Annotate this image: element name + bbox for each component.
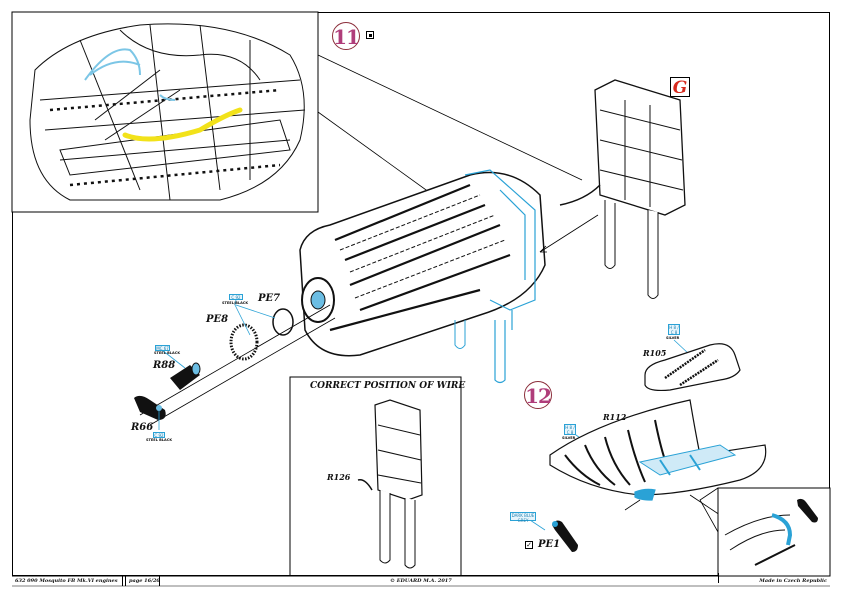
paint-tag-r105-label: SILVER xyxy=(666,336,680,340)
correct-position-illustration xyxy=(357,399,423,569)
label-pe8: PE8 xyxy=(206,314,229,325)
step-12-marker: 12 xyxy=(524,381,552,409)
part-pe1 xyxy=(552,520,578,552)
cowl-detail-inset xyxy=(699,487,831,577)
paint-tag-r66-label: STEEL BLACK xyxy=(146,438,173,442)
correct-position-title: CORRECT POSITION OF WIRE xyxy=(310,381,466,391)
part-r105 xyxy=(644,343,741,392)
paint-tag-r66: C 92 xyxy=(153,432,165,438)
kit-title: 632 090 Mosquito FB Mk.VI engines xyxy=(15,578,118,584)
paint-tag-r105: H 8 / C 8 xyxy=(668,324,680,335)
label-r105: R105 xyxy=(643,348,667,358)
part-r66 xyxy=(134,395,166,420)
copyright: © EDUARD M.A. 2017 xyxy=(390,578,452,584)
checkmark-icon: ✓ xyxy=(525,541,533,549)
paint-tag-pe7-pe8-label: STEEL/BLACK xyxy=(222,301,249,305)
paint-tag-pe7-pe8: C 92 xyxy=(229,294,243,300)
paint-tag-pe1: DARK BLUE GREY xyxy=(510,512,536,523)
paint-tag-r88: MC 67 xyxy=(155,345,170,351)
part-r112 xyxy=(549,399,767,501)
label-r88: R88 xyxy=(153,360,176,371)
label-r66: R66 xyxy=(131,422,154,433)
origin: Made in Czech Republic xyxy=(759,578,827,584)
paint-tag-r112: H 8 / C 8 xyxy=(564,424,576,435)
part-pe8-ring xyxy=(229,323,259,361)
info-icon xyxy=(366,31,374,39)
sheet-footer: 632 090 Mosquito FB Mk.VI engines page 1… xyxy=(12,573,830,586)
part-group-g-label: G xyxy=(670,77,690,98)
part-pe7-ring xyxy=(272,308,294,336)
label-r126: R126 xyxy=(327,472,351,482)
paint-tag-r88-label: STEEL BLACK xyxy=(154,351,181,355)
engine-assembly xyxy=(139,169,546,426)
step-11-marker: 11 xyxy=(332,22,360,50)
highlighted-wire xyxy=(122,107,243,142)
label-pe1: PE1 xyxy=(538,539,561,550)
part-r88 xyxy=(170,362,201,390)
label-pe7: PE7 xyxy=(258,293,281,304)
part-group-g-component xyxy=(559,79,686,299)
wire-detail-inset xyxy=(11,11,319,213)
label-r112: R112 xyxy=(603,412,627,422)
page-number: page 16/20 xyxy=(129,578,160,584)
paint-tag-r112-label: SILVER xyxy=(562,436,576,440)
